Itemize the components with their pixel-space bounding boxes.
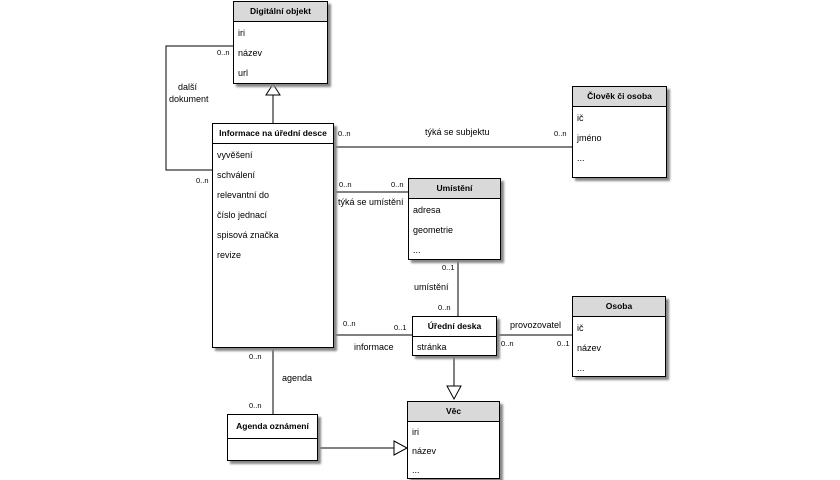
class-vec[interactable]: Věc iri název ... xyxy=(407,401,500,479)
class-clovek-ci-osoba[interactable]: Člověk či osoba ič jméno ... xyxy=(572,86,667,178)
attribute: název xyxy=(577,343,602,353)
class-title: Umístění xyxy=(409,179,500,199)
informace-mult-target: 0..1 xyxy=(394,323,407,332)
class-umisteni[interactable]: Umístění adresa geometrie ... xyxy=(408,178,501,260)
class-informace-na-uredni-desce[interactable]: Informace na úřední desce vyvěšení schvá… xyxy=(212,123,334,348)
attribute: vyvěšení xyxy=(217,150,253,160)
attribute: revize xyxy=(217,250,242,260)
attribute: název xyxy=(412,446,437,456)
attribute: adresa xyxy=(413,205,441,215)
attribute: iri xyxy=(238,28,245,38)
attribute: stránka xyxy=(417,342,447,352)
attribute: číslo jednací xyxy=(217,210,268,220)
umisteni-mult-top: 0..1 xyxy=(442,263,455,272)
tyka-se-subjektu-mult-source: 0..n xyxy=(338,129,351,138)
agenda-label: agenda xyxy=(282,373,313,383)
dalsi-dokument-mult-top: 0..n xyxy=(217,48,230,57)
attribute: ič xyxy=(577,323,584,333)
generalization-agenda-arrow xyxy=(393,440,409,456)
class-title: Osoba xyxy=(573,297,665,317)
attribute: relevantní do xyxy=(217,190,270,200)
class-uredni-deska[interactable]: Úřední deska stránka xyxy=(412,316,497,356)
tyka-se-subjektu-label: týká se subjektu xyxy=(425,127,490,137)
agenda-mult-top: 0..n xyxy=(249,352,262,361)
umisteni-mult-bottom: 0..n xyxy=(438,303,451,312)
tyka-se-umisteni-label: týká se umístění xyxy=(338,197,404,207)
attribute: název xyxy=(238,48,263,58)
tyka-se-umisteni-mult-target: 0..n xyxy=(391,180,404,189)
attribute: ič xyxy=(577,113,584,123)
agenda-mult-bottom: 0..n xyxy=(249,401,262,410)
informace-label: informace xyxy=(354,342,394,352)
attribute: ... xyxy=(577,363,585,373)
class-digitalni-objekt[interactable]: Digitální objekt iri název url xyxy=(233,1,328,84)
attribute: ... xyxy=(577,153,585,163)
attribute: geometrie xyxy=(413,225,454,235)
umisteni-label: umístění xyxy=(414,282,449,292)
attribute: spisová značka xyxy=(217,230,279,240)
attribute: iri xyxy=(412,427,419,437)
provozovatel-mult-target: 0..1 xyxy=(557,339,570,348)
dalsi-dokument-line xyxy=(165,45,233,171)
attribute: ... xyxy=(413,245,421,255)
attribute: schválení xyxy=(217,170,256,180)
class-title: Informace na úřední desce xyxy=(213,124,333,144)
class-osoba[interactable]: Osoba ič název ... xyxy=(572,296,666,377)
class-title: Věc xyxy=(408,402,499,422)
tyka-se-subjektu-mult-target: 0..n xyxy=(554,129,567,138)
dalsi-dokument-label-2: dokument xyxy=(169,94,209,104)
provozovatel-label: provozovatel xyxy=(510,320,562,330)
class-title: Člověk či osoba xyxy=(573,87,666,107)
tyka-se-umisteni-mult-source: 0..n xyxy=(339,180,352,189)
class-title: Agenda oznámení xyxy=(228,415,317,439)
generalization-informace-arrow xyxy=(265,83,281,96)
class-title: Úřední deska xyxy=(413,317,496,337)
class-agenda-oznameni[interactable]: Agenda oznámení xyxy=(227,414,318,461)
attribute: ... xyxy=(412,465,420,475)
dalsi-dokument-mult-bottom: 0..n xyxy=(196,176,209,185)
class-title: Digitální objekt xyxy=(234,2,327,22)
provozovatel-mult-source: 0..n xyxy=(501,339,514,348)
attribute: jméno xyxy=(577,133,602,143)
dalsi-dokument-label-1: další xyxy=(178,82,198,92)
informace-mult-source: 0..n xyxy=(343,319,356,328)
generalization-deska-arrow xyxy=(446,385,462,401)
attribute: url xyxy=(238,68,249,78)
